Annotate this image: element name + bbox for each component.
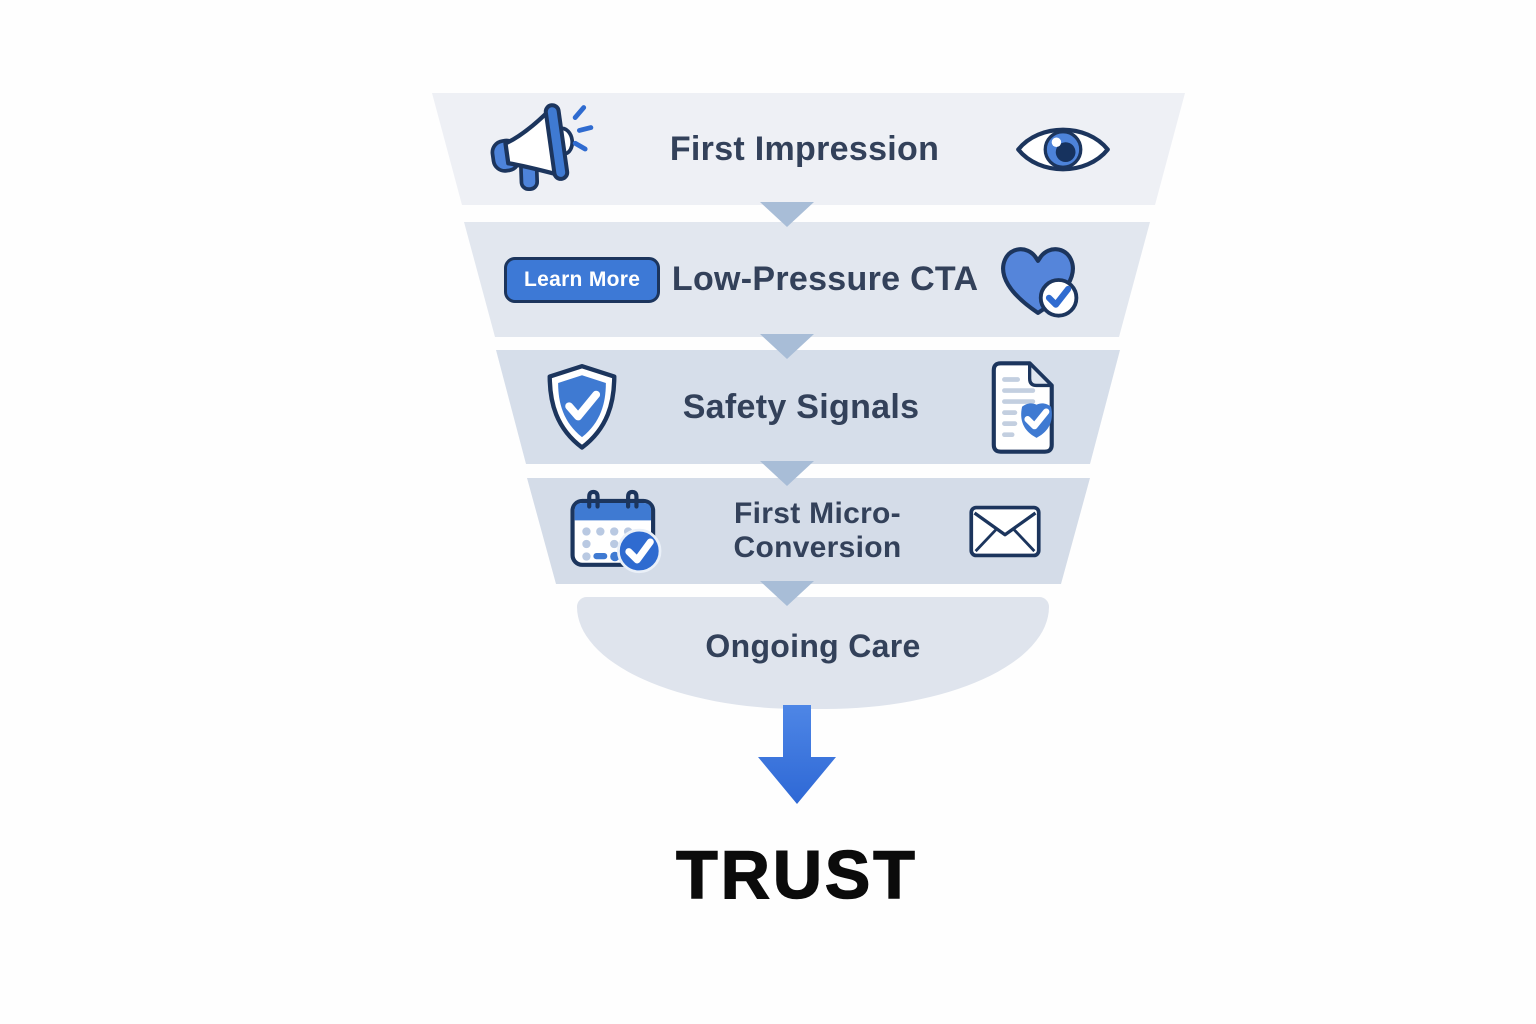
stage-label: Safety Signals bbox=[682, 387, 920, 426]
calendar-check-icon bbox=[567, 487, 667, 576]
learn-more-button[interactable]: Learn More bbox=[504, 257, 660, 303]
result-trust-label: TRUST bbox=[675, 836, 918, 914]
funnel-stage-safety-signals: Safety Signals bbox=[496, 350, 1120, 464]
funnel-stage-first-impression: First Impression bbox=[432, 93, 1185, 205]
stage-label: Ongoing Care bbox=[705, 627, 921, 664]
eye-icon bbox=[1013, 119, 1113, 180]
funnel-stage-low-pressure-cta: Learn More Low-Pressure CTA bbox=[464, 222, 1150, 337]
funnel-stage-first-micro-conversion: First Micro-Conversion bbox=[527, 478, 1090, 584]
stage-label: First Micro-Conversion bbox=[733, 497, 902, 564]
stage-label: First Impression bbox=[669, 129, 940, 168]
connector-arrow-icon bbox=[760, 202, 814, 227]
megaphone-icon bbox=[480, 99, 596, 199]
connector-arrow-icon bbox=[760, 461, 814, 486]
heart-check-icon bbox=[990, 236, 1086, 324]
down-arrow-icon bbox=[758, 705, 836, 804]
connector-arrow-icon bbox=[760, 581, 814, 606]
document-check-icon bbox=[980, 359, 1060, 456]
funnel-stage-ongoing-care: Ongoing Care bbox=[577, 597, 1049, 709]
envelope-icon bbox=[968, 504, 1042, 559]
connector-arrow-icon bbox=[760, 334, 814, 359]
stage-label: Low-Pressure CTA bbox=[671, 260, 979, 298]
shield-check-icon bbox=[542, 362, 622, 453]
